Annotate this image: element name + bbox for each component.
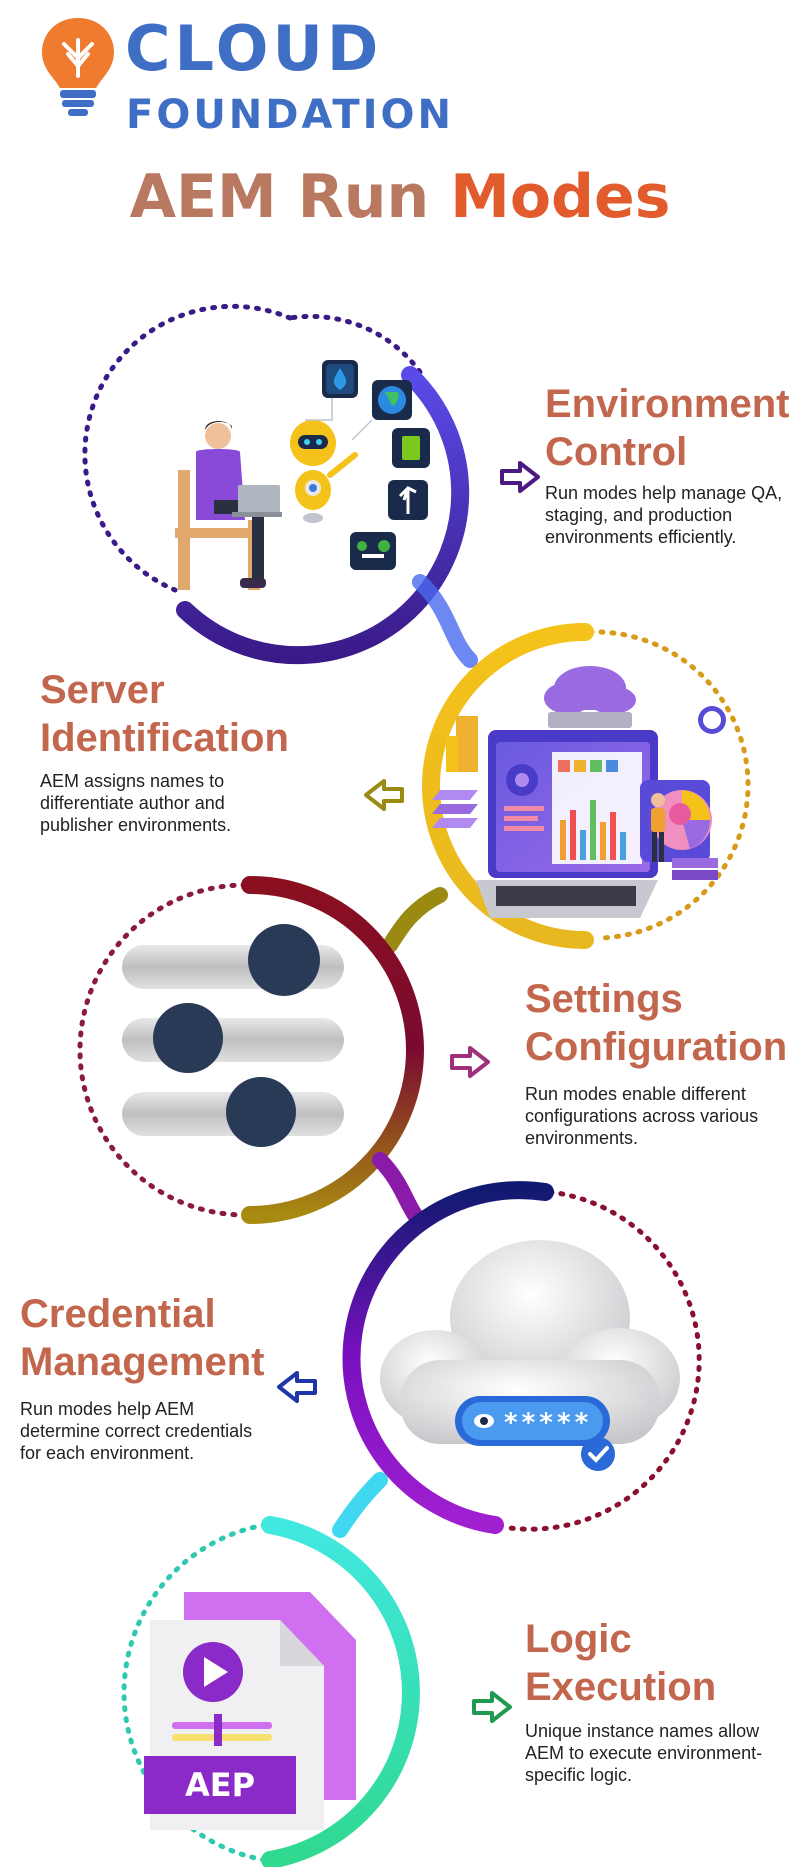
section-title-line2: Control — [545, 430, 688, 474]
illustration-toggles — [122, 924, 344, 1147]
section-title-line2: Identification — [40, 716, 289, 760]
illustration-dashboard — [432, 666, 726, 918]
logo-text-foundation: FOUNDATION — [126, 92, 454, 138]
section-description: Run modes enable different configuration… — [525, 1084, 759, 1148]
page-title: AEM Run Modes — [0, 162, 800, 232]
section-title-line2: Execution — [525, 1665, 717, 1709]
illustration-aep-file — [144, 1592, 356, 1830]
section-title: Settings Configuration — [525, 975, 787, 1071]
page-title-part2: Modes — [450, 162, 671, 232]
section-title: Credential Management — [20, 1290, 265, 1386]
password-field-text: ***** — [503, 1408, 592, 1438]
section-title: Server Identification — [40, 666, 289, 762]
arrow-left-icon — [364, 779, 404, 811]
section-description: Unique instance names allow AEM to execu… — [525, 1721, 763, 1785]
section-title-line1: Credential — [20, 1292, 216, 1336]
section-description: AEM assigns names to differentiate autho… — [40, 771, 232, 835]
section-title-line1: Server — [40, 668, 165, 712]
section-title-line1: Logic — [525, 1617, 632, 1661]
section-title-line2: Configuration — [525, 1025, 788, 1069]
section-description: Run modes help manage QA, staging, and p… — [545, 483, 783, 547]
section-description: Run modes help AEM determine correct cre… — [20, 1399, 253, 1463]
illustration-cloud-password — [380, 1240, 680, 1471]
lightbulb-logo-icon — [42, 18, 114, 116]
section-4-ring — [332, 1181, 702, 1538]
section-2-ring — [382, 623, 751, 953]
section-1-ring — [82, 303, 478, 668]
arrow-left-icon — [277, 1371, 317, 1403]
arrow-right-icon — [450, 1046, 490, 1078]
arrow-right-icon — [472, 1691, 512, 1723]
section-title-line2: Management — [20, 1340, 265, 1384]
section-3-ring — [77, 876, 424, 1224]
section-title-line1: Environment — [545, 382, 790, 426]
section-5-ring — [121, 1516, 420, 1867]
page-title-part1: AEM Run — [129, 162, 430, 232]
logo-text-cloud: CLOUD — [125, 12, 383, 85]
section-title: Environment Control — [545, 380, 789, 476]
section-title-line1: Settings — [525, 977, 683, 1021]
section-title: Logic Execution — [525, 1615, 716, 1711]
aep-file-label: AEP — [184, 1766, 256, 1804]
arrow-right-icon — [500, 461, 540, 493]
illustration-person-robot — [175, 360, 430, 590]
